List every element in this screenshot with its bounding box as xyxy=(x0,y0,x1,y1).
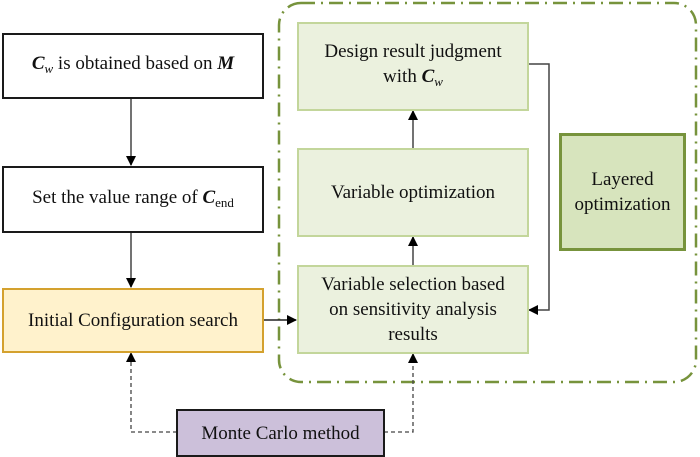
text: with xyxy=(383,66,422,87)
node-variable-optimization: Variable optimization xyxy=(297,148,529,237)
text: is obtained based on xyxy=(53,53,218,74)
node-variable-selection-line2: on sensitivity analysis xyxy=(329,299,497,320)
symbol-sub-end: end xyxy=(215,194,234,210)
edge-montecarlo-to-initial xyxy=(126,352,177,433)
node-design-judgment-line2: with Cw xyxy=(383,64,443,94)
node-initial-search: Initial Configuration search xyxy=(2,288,264,353)
text: Set the value range of xyxy=(32,186,203,208)
node-layered-optimization: Layered optimization xyxy=(559,133,686,251)
node-monte-carlo: Monte Carlo method xyxy=(176,409,385,457)
node-layered-optimization-line2: optimization xyxy=(574,194,671,215)
symbol-c: C xyxy=(421,66,435,87)
node-obtain-cw-label: Cw is obtained based on M xyxy=(32,51,234,81)
node-design-judgment-line1: Design result judgment xyxy=(324,41,502,62)
node-set-range-label: Set the value range of Cend xyxy=(32,185,234,215)
symbol-c: C xyxy=(202,186,216,208)
edge-montecarlo-to-selection xyxy=(384,353,418,433)
node-initial-search-label: Initial Configuration search xyxy=(28,310,238,331)
node-variable-optimization-label: Variable optimization xyxy=(330,182,496,203)
node-variable-selection-line1: Variable selection based xyxy=(321,274,505,295)
node-variable-selection: Variable selection based on sensitivity … xyxy=(297,265,529,354)
symbol-m: M xyxy=(217,53,235,74)
layered-optimization-group-border xyxy=(277,1,698,384)
node-set-range: Set the value range of Cend xyxy=(2,166,264,233)
node-obtain-cw: Cw is obtained based on M xyxy=(2,33,264,99)
symbol-c: C xyxy=(31,53,45,74)
node-layered-optimization-line1: Layered xyxy=(591,169,654,190)
symbol-sub-w: w xyxy=(44,61,54,76)
symbol-sub-w: w xyxy=(434,74,443,89)
node-design-judgment: Design result judgment with Cw xyxy=(297,22,529,111)
edge-judgment-feedback xyxy=(528,63,550,315)
node-monte-carlo-label: Monte Carlo method xyxy=(201,422,360,444)
node-variable-selection-line3: results xyxy=(388,324,438,345)
